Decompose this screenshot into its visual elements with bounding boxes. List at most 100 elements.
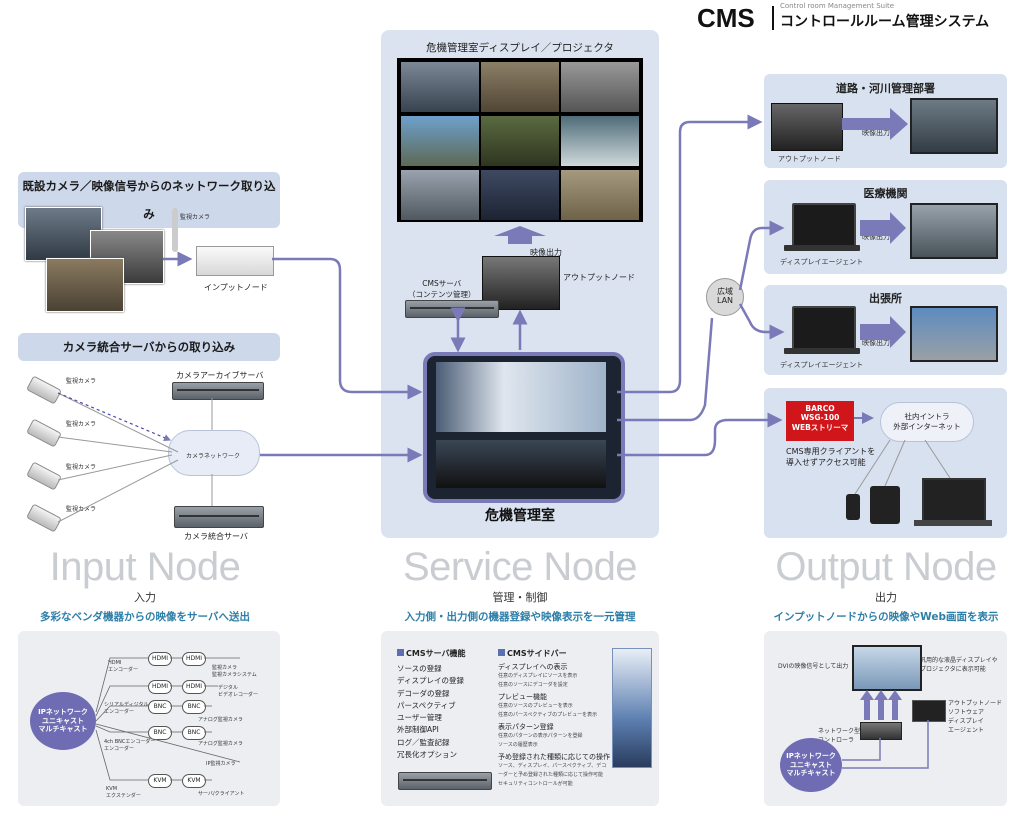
input-row-b: BNC: [182, 726, 206, 740]
input-sub-jp: 入力: [134, 591, 156, 604]
input-row-a: BNC: [148, 700, 172, 714]
video-out-label: 映像出力: [530, 248, 562, 257]
sidebar-group-item: 任意のディスプレイにソースを表示: [498, 673, 578, 679]
bottom-controller: [860, 722, 902, 740]
input-node-heading: Input Node: [49, 545, 241, 589]
camera-feed-image: [46, 258, 124, 312]
sidebar-group-title: ディスプレイへの表示: [498, 663, 568, 671]
cms-sidebar-screenshot: [612, 648, 652, 768]
video-wall-tile: [481, 170, 559, 220]
wan-node: 広域 LAN: [706, 278, 744, 316]
sidebar-group-title: 予め登録された種類に応じての操作: [498, 753, 610, 761]
input-row-right: 監視カメラ 監視カメラシステム: [212, 665, 257, 678]
input-row-a: KVM: [148, 774, 172, 788]
sidebar-group-item: 任意のパースペクティブのプレビューを表示: [498, 712, 598, 718]
cam-label: 監視カメラ: [66, 421, 97, 428]
tagline: コントロールルーム管理システム: [780, 14, 990, 30]
dvi-label: DVIの映像信号として出力: [778, 663, 849, 670]
dest1-title: 道路・河川管理部署: [836, 82, 935, 95]
cms-server-small: [398, 772, 492, 790]
service-desc: 入力側・出力側の機器登録や映像表示を一元管理: [404, 611, 636, 623]
crisis-room-desk: [436, 440, 606, 488]
sidebar-group-title: 表示パターン登録: [498, 723, 554, 731]
input-row-right: アナログ監視カメラ: [198, 717, 243, 723]
integration-server-device: [174, 506, 264, 528]
cms-sidebar-list: CMSサイドバー ディスプレイへの表示 任意のディスプレイにソースを表示 任意の…: [498, 648, 610, 789]
dest2-laptop-base: [784, 245, 860, 251]
video-wall-tile: [561, 170, 639, 220]
dest3-device-label: ディスプレイエージェント: [780, 361, 864, 369]
input-row-b: BNC: [182, 700, 206, 714]
dest2-video-out: 映像出力: [862, 233, 890, 241]
sidebar-group-item: 任意のソースのプレビューを表示: [498, 703, 573, 709]
dest3-monitor: [910, 306, 998, 362]
server-function-item: デコーダの登録: [397, 688, 450, 698]
phone-icon: [846, 494, 860, 520]
dest1-monitor: [910, 98, 998, 154]
antenna-camera-icon: [172, 208, 178, 252]
dest3-laptop: [792, 306, 856, 350]
controller-label: ネットワーク型 コントローラ: [818, 728, 861, 744]
video-wall-tile: [481, 62, 559, 112]
sidebar-group-title: プレビュー機能: [498, 693, 547, 701]
cms-server-label: CMSサーバ （コンテンツ管理）: [408, 279, 476, 299]
dest1-video-out: 映像出力: [862, 129, 890, 137]
client-note: CMS専用クライアントを 導入せずアクセス可能: [786, 447, 876, 468]
sidebar-group-item: 任意のパターンの表示パターンを登録: [498, 733, 583, 739]
input-extra-label: IP監視カメラ: [206, 761, 236, 767]
cms-server-function-list: CMSサーバ機能 ソースの登録 ディスプレイの登録 デコーダの登録 パースペクテ…: [397, 648, 497, 761]
integration-server-label: カメラ統合サーバ: [184, 532, 248, 541]
service-sub-jp: 管理・制御: [492, 591, 548, 604]
input-row-b: HDMI: [182, 652, 206, 666]
laptop-icon-base: [914, 520, 992, 526]
input-row-b: KVM: [182, 774, 206, 788]
sidebar-group-item: 任意のソースにデコーダを設定: [498, 682, 568, 688]
input-ip-network-node: IPネットワーク ユニキャスト マルチキャスト: [30, 692, 96, 750]
room-label: 危機管理室: [485, 508, 555, 524]
video-wall-tile: [481, 116, 559, 166]
barco-label: BARCO WSG-100 WEBストリーマ: [786, 401, 854, 441]
input-row-right: サーバ/クライアント: [198, 791, 245, 797]
server-function-item: ソースの登録: [397, 664, 442, 673]
archive-server-device: [172, 382, 264, 400]
intranet-cloud: 社内イントラ 外部インターネット: [880, 402, 974, 442]
server-function-item: 冗長化オプション: [397, 750, 457, 760]
bottom-display-label: 汎用的な液晶ディスプレイや プロジェクタに表示可能: [920, 657, 998, 673]
server-function-item: ディスプレイの登録: [397, 676, 464, 686]
dest3-video-out: 映像出力: [862, 339, 890, 347]
dest3-title: 出張所: [869, 292, 902, 305]
bottom-laptop-label: アウトプットノード ソフトウェア ディスプレイ エージェント: [948, 700, 1003, 734]
dest3-laptop-base: [784, 348, 860, 354]
server-function-item: パースペクティブ: [397, 700, 456, 710]
input-row-right: デジタル ビデオレコーダー: [218, 685, 259, 698]
cms-server-function-title: CMSサーバ機能: [397, 648, 497, 659]
input-row-left: シリアルディジタル エンコーダー: [104, 702, 149, 715]
archive-server-label: カメラアーカイブサーバ: [176, 371, 264, 380]
server-function-item: ユーザー管理: [397, 713, 442, 723]
dest2-monitor: [910, 203, 998, 259]
sidebar-group-item: ソースの履歴表示: [498, 742, 538, 748]
cam-label: 監視カメラ: [66, 506, 97, 513]
input-row-b: HDMI: [182, 680, 206, 694]
input-row-a: HDMI: [148, 680, 172, 694]
bottom-laptop: [912, 700, 946, 722]
crisis-room-screens: [436, 362, 606, 432]
display-title: 危機管理室ディスプレイ／プロジェクタ: [426, 42, 614, 54]
tagline-small: Control room Management Suite: [780, 2, 895, 10]
camera-network-label: カメラネットワーク: [186, 453, 241, 460]
cms-logo: CMS: [697, 3, 755, 33]
output-desc: インプットノードからの映像やWeb画面を表示: [773, 611, 999, 623]
camera-label: 監視カメラ: [180, 214, 211, 221]
input-node-label: インプットノード: [204, 283, 268, 292]
output-node-heading: Output Node: [775, 545, 997, 589]
input-node-device: [196, 246, 274, 276]
video-wall-tile: [401, 116, 479, 166]
input-row-left: 4ch BNCエンコーダー エンコーダー: [104, 739, 156, 752]
server-function-item: ログ／監査記録: [397, 737, 450, 747]
input-row-right: アナログ監視カメラ: [198, 741, 243, 747]
video-wall-tile: [561, 116, 639, 166]
video-wall-tile: [401, 62, 479, 112]
input-section2-title: カメラ統合サーバからの取り込み: [18, 333, 280, 361]
